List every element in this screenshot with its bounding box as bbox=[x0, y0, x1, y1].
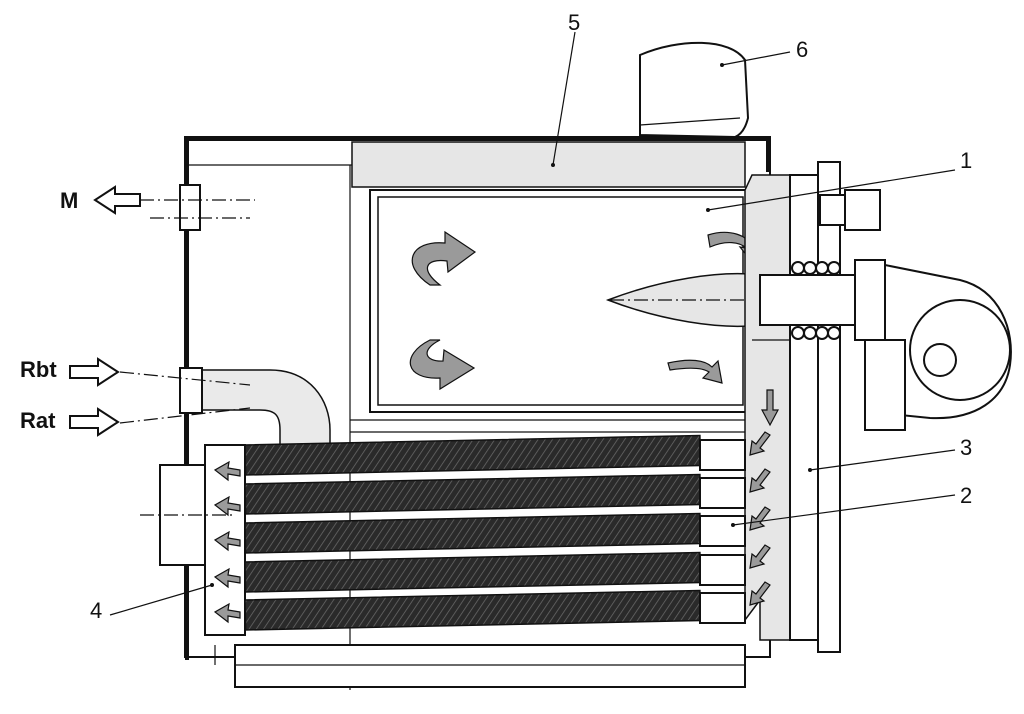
burner-assembly bbox=[759, 189, 1012, 431]
callout-4: 4 bbox=[90, 598, 102, 623]
callout-2: 2 bbox=[960, 483, 972, 508]
control-panel-cover bbox=[639, 41, 750, 139]
callout-leaders bbox=[109, 31, 956, 616]
rear-smoke-chamber bbox=[744, 161, 841, 653]
flow-arrow-in-rat bbox=[69, 407, 120, 437]
callout-3: 3 bbox=[960, 435, 972, 460]
label-return-rat: Rat bbox=[20, 408, 56, 433]
connection-pipes bbox=[119, 184, 331, 456]
callout-5: 5 bbox=[568, 10, 580, 35]
label-return-rbt: Rbt bbox=[20, 357, 57, 382]
callout-6: 6 bbox=[796, 37, 808, 62]
flow-arrow-out bbox=[93, 185, 141, 215]
sealing-rings bbox=[791, 261, 841, 340]
flue-gas-arrows bbox=[213, 389, 779, 624]
flow-arrow-in-rbt bbox=[69, 357, 120, 387]
callout-1: 1 bbox=[960, 148, 972, 173]
smoke-tubes bbox=[244, 434, 746, 631]
circulation-arrows bbox=[409, 230, 762, 391]
top-insulation bbox=[351, 141, 746, 188]
label-flow-m: M bbox=[60, 188, 78, 213]
